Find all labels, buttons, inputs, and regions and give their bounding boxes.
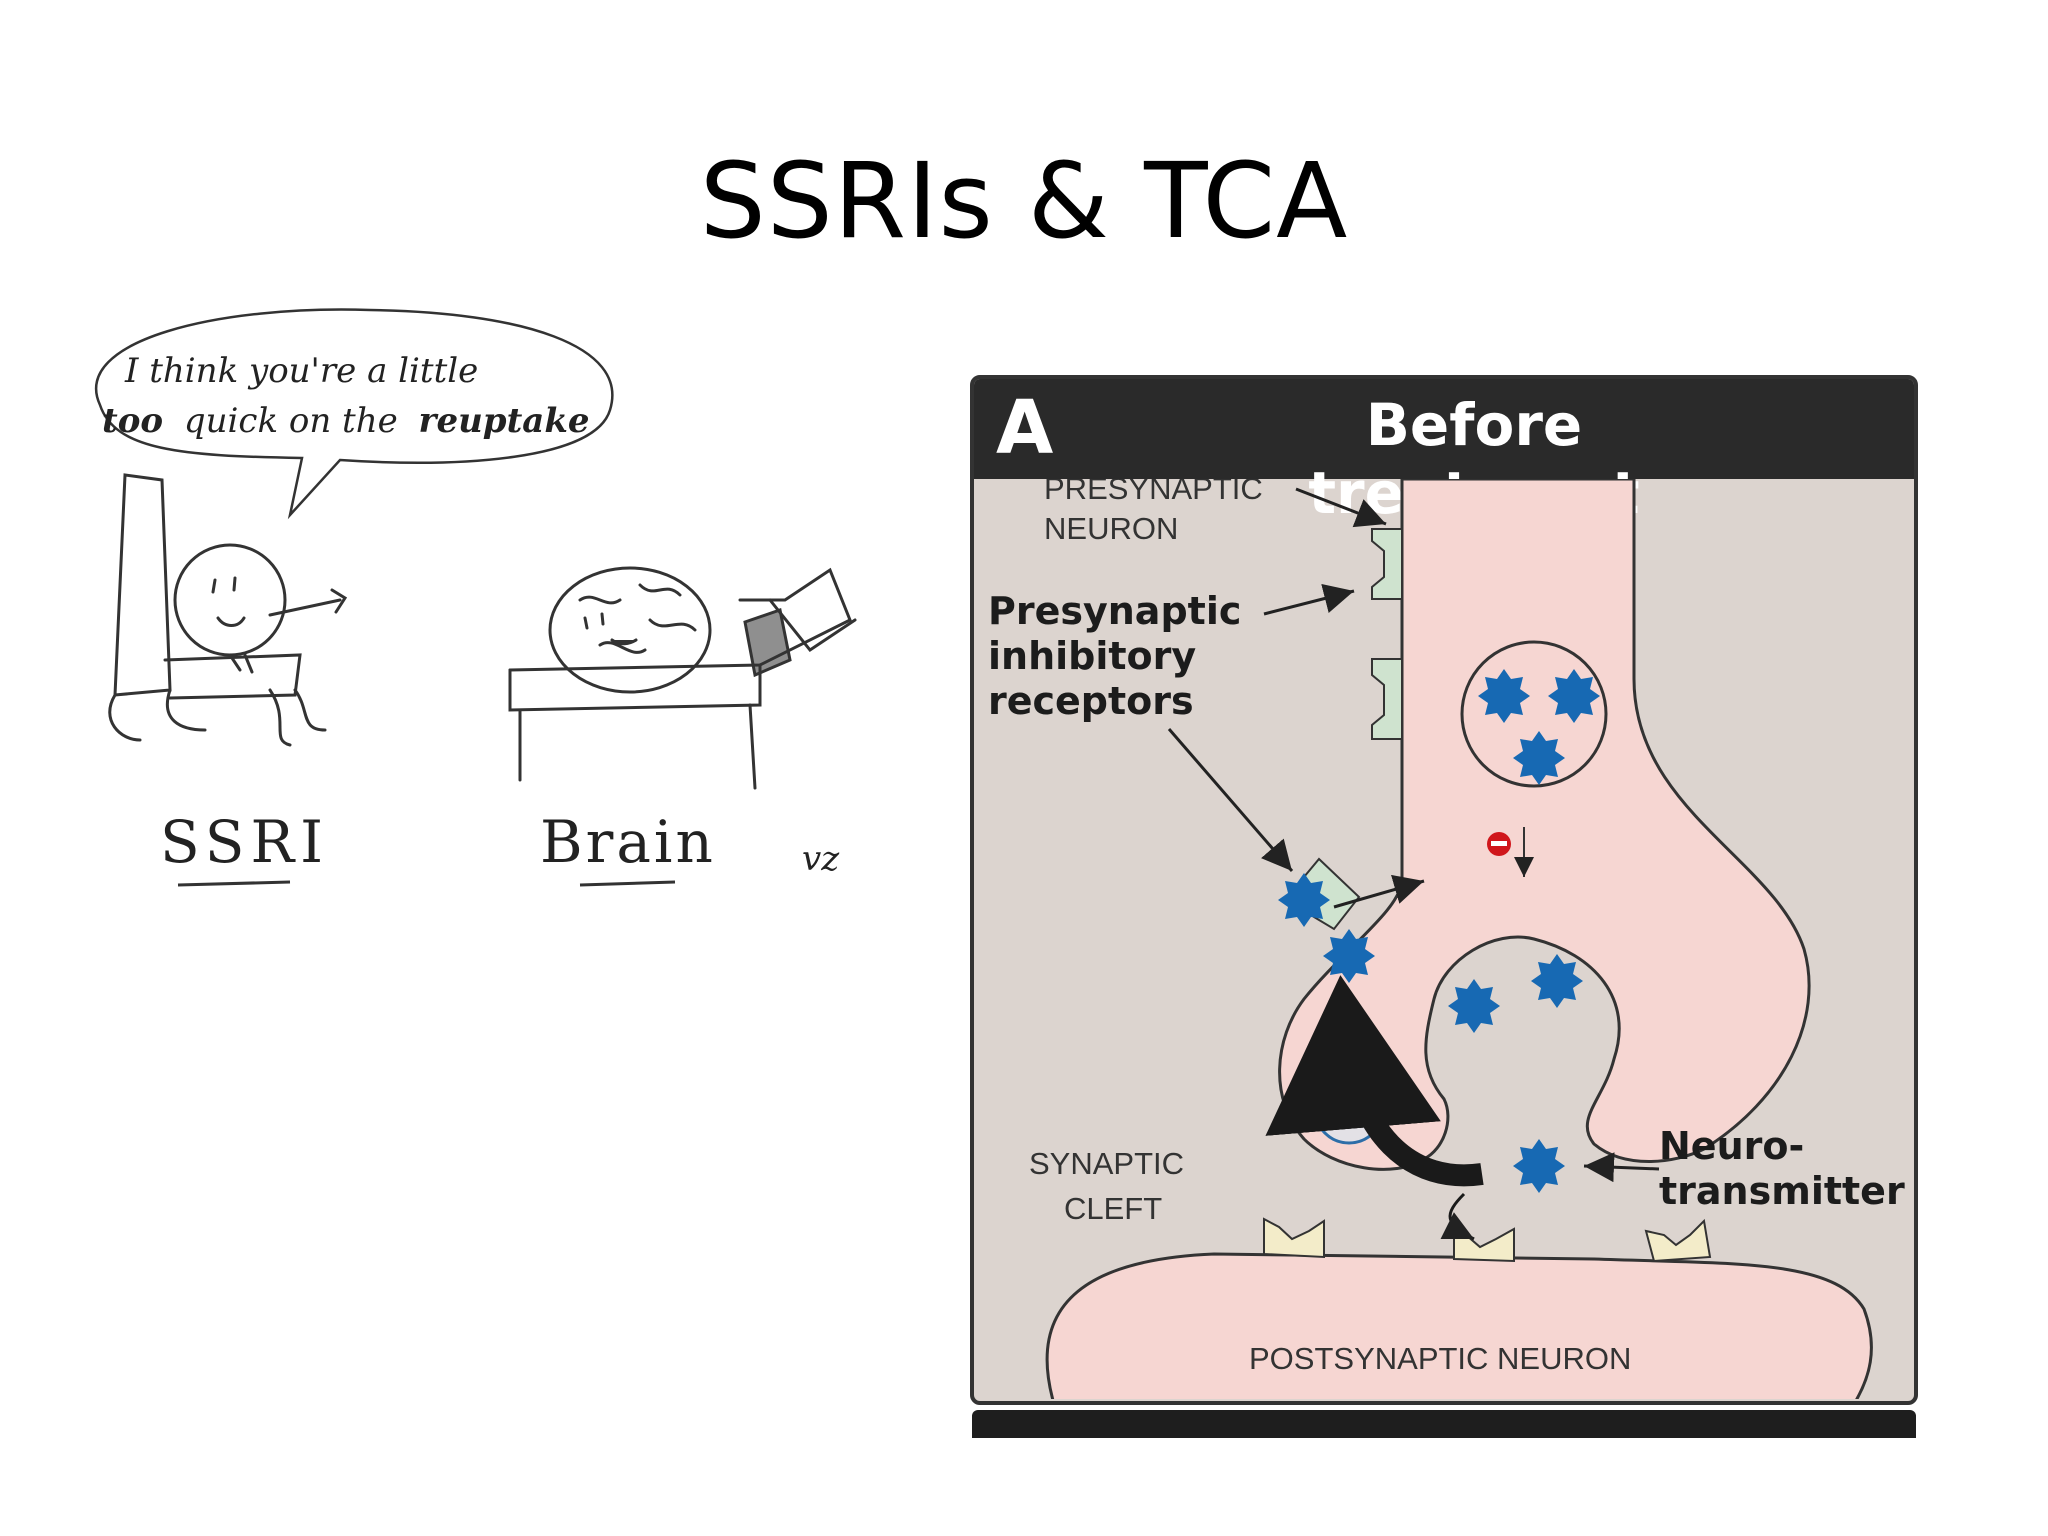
label-presynaptic-2: NEURON [1044,511,1178,546]
neurotransmitter-icon [1278,873,1330,927]
brain-on-couch-drawing [508,566,857,790]
synapse-diagram: PRESYNAPTIC NEURON Presynaptic inhibitor… [988,479,1905,1399]
label-cleft-2: CLEFT [1064,1191,1162,1226]
artist-signature: vz [802,839,840,879]
speech-text-line1: I think you're a little [124,351,478,391]
svg-text:too quick on the reupt: too quick on the reuptake [102,401,590,441]
panel-letter: A [996,385,1054,471]
receptor-pointer-lower [1167,728,1294,872]
neurotransmitter-icon [1448,979,1500,1033]
minus-glyph [1491,841,1507,846]
panel-header: A Before treatment [974,379,1914,527]
next-panel-edge [972,1410,1916,1438]
label-ssri: SSRI [160,808,329,876]
label-neurotransmitter-2: transmitter [1659,1169,1905,1213]
ssri-cartoon: I think you're a little too quick on the… [94,308,857,887]
reuptake-arrow [1265,975,1484,1187]
neurotransmitter-molecules [1278,669,1600,1193]
presynaptic-inhibitory-receptor [1291,528,1403,931]
presynaptic-pointer [1295,487,1387,528]
feedback-arrow [1333,874,1425,909]
synapse-diagram-panel: A Before treatment [970,375,1918,1405]
neurotransmitter-icon [1478,669,1530,723]
ssri-underline [177,880,291,887]
ssri-character-drawing [108,473,348,747]
neurotransmitter-pointer [1583,1152,1660,1183]
speech-bubble [94,308,614,520]
postsynaptic-receptor [1263,1217,1712,1263]
neurotransmitter-icon [1513,1139,1565,1193]
label-receptors-1: Presynaptic [988,589,1241,633]
speech-text-too: too [102,401,163,441]
speech-text-middle: quick on the [184,401,398,441]
label-receptors-3: receptors [988,679,1194,723]
label-presynaptic-1: PRESYNAPTIC [1044,479,1263,506]
label-receptors-2: inhibitory [988,634,1196,678]
neurotransmitter-icon [1531,954,1583,1008]
label-neurotransmitter-1: Neuro- [1659,1124,1804,1168]
brain-underline [579,880,676,887]
neurotransmitter-icon [1548,669,1600,723]
neurotransmitter-icon [1323,929,1375,983]
speech-text-reuptake: reuptake [419,401,590,441]
neurotransmitter-icon [1513,731,1565,785]
receptor-pointer [1263,583,1355,616]
label-postsynaptic: POSTSYNAPTIC NEURON [1249,1341,1631,1376]
postsynaptic-neuron [1045,1252,1873,1399]
release-arrow [1440,1192,1475,1241]
label-brain: Brain [540,808,716,876]
slide-title: SSRIs & TCA [699,140,1349,262]
label-cleft-1: SYNAPTIC [1029,1146,1184,1181]
